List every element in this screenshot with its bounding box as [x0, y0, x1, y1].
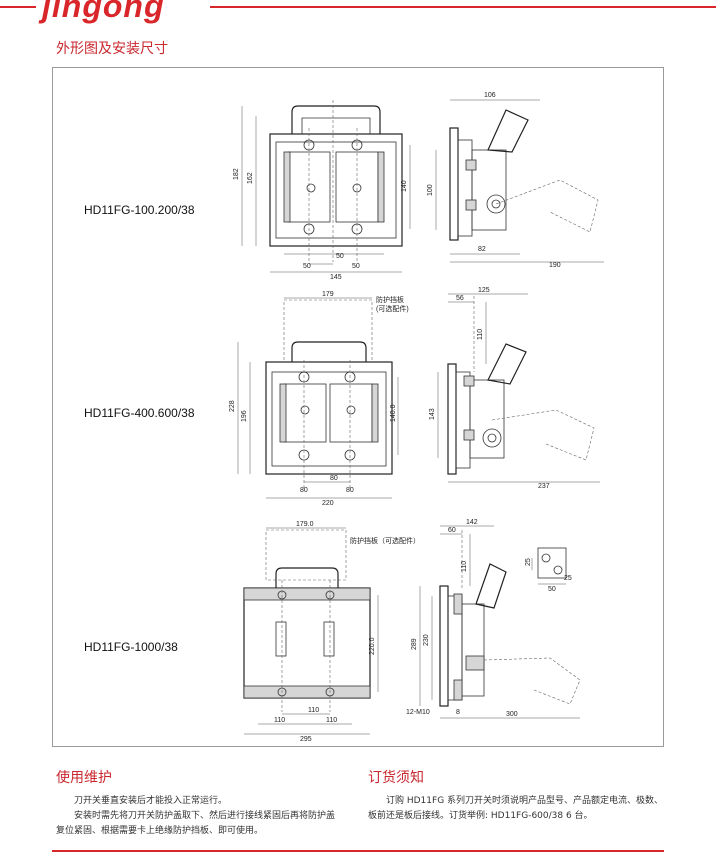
guard-label: 防护挡板（可选配件）	[350, 536, 420, 545]
dim-text: 140.0	[390, 404, 397, 422]
guard-label-note: (可选配件)	[376, 304, 409, 313]
drawing-frame	[52, 67, 664, 747]
dim-text: 50	[352, 263, 360, 270]
dim-text: 110	[477, 329, 484, 340]
guard-label: 防护挡板	[376, 295, 404, 304]
ordering-text: 订购 HD11FG 系列刀开关时须说明产品型号、产品额定电流、极数、 板前还是板…	[368, 794, 668, 824]
dim-text: 300	[506, 711, 518, 718]
drawing-1-front: 182 162 140 50 50 50 145	[233, 100, 411, 281]
page-title: 外形图及安装尺寸	[56, 41, 168, 57]
model-label-1: HD11FG-100.200/38	[84, 203, 195, 217]
dim-text: 182	[233, 168, 240, 180]
model-label-3: HD11FG-1000/38	[84, 640, 178, 654]
drawing-3-side: 142 60 110 289 230 12-M10 8 300 25 25 50	[406, 519, 581, 719]
dim-text: 220	[322, 500, 334, 507]
dim-text: 25	[525, 558, 532, 566]
dim-text: 295	[300, 736, 312, 743]
dim-text: 110	[274, 717, 285, 724]
dim-text: 80	[330, 475, 338, 482]
dim-text: 106	[484, 92, 496, 99]
dim-text: 145	[330, 274, 342, 281]
footer-rule	[52, 850, 664, 852]
dim-text: 142	[466, 519, 478, 526]
maintenance-title: 使用维护	[56, 770, 112, 786]
dim-text: 100	[427, 184, 434, 196]
dim-text: 140	[401, 180, 408, 192]
drawing-2-side: 125 56 110 143 237	[429, 287, 600, 490]
brand-logo: jingong	[42, 0, 165, 24]
dim-text: 56	[456, 295, 464, 302]
drawing-3-front: 179.0 防护挡板（可选配件） 220.0 110 110 110 295	[243, 521, 420, 743]
dim-text: 50	[336, 253, 344, 260]
dim-text: 82	[478, 246, 486, 253]
dim-text: 162	[247, 172, 254, 184]
dim-text: 60	[448, 527, 456, 534]
maintenance-line-3: 复位紧固、根据需要卡上绝缘防护挡板、即可使用。	[56, 826, 264, 836]
dim-text: 50	[548, 586, 556, 593]
dim-text: 80	[300, 487, 308, 494]
dim-text: 143	[429, 408, 436, 420]
maintenance-text: 刀开关垂直安装后才能投入正常运行。 安装时需先将刀开关防护盖取下、然后进行接线紧…	[56, 794, 356, 839]
dim-text: 179.0	[296, 521, 314, 528]
ordering-title: 订货须知	[368, 770, 424, 786]
dim-text: 196	[241, 410, 248, 422]
dim-text: 220.0	[369, 637, 376, 655]
dim-text: 50	[303, 263, 311, 270]
drawing-2-front: 179 防护挡板 (可选配件) 228 196 140.0 80 80 80 2…	[229, 291, 409, 507]
maintenance-line-2: 安装时需先将刀开关防护盖取下、然后进行接线紧固后再将防护盖	[74, 811, 336, 821]
dim-text: 289	[411, 638, 418, 650]
model-label-2: HD11FG-400.600/38	[84, 406, 195, 420]
drawing-1-side: 106 100 82 190	[427, 92, 604, 269]
header-rule-left	[0, 6, 36, 8]
dim-text: 110	[326, 717, 337, 724]
ordering-line-2: 板前还是板后接线。订货举例: HD11FG-600/38 6 台。	[368, 811, 593, 821]
dim-text: 110	[461, 561, 468, 572]
ordering-line-1: 订购 HD11FG 系列刀开关时须说明产品型号、产品额定电流、极数、	[386, 796, 664, 806]
dim-text: 230	[423, 634, 430, 646]
dim-text: 80	[346, 487, 354, 494]
dim-text: 110	[308, 707, 319, 714]
dim-text: 237	[538, 483, 550, 490]
maintenance-line-1: 刀开关垂直安装后才能投入正常运行。	[74, 796, 228, 806]
dim-text: 8	[456, 709, 460, 716]
dim-text: 12-M10	[406, 709, 430, 716]
header-rule	[210, 6, 716, 8]
dim-text: 190	[549, 262, 561, 269]
dim-text: 228	[229, 400, 236, 412]
dim-text: 125	[478, 287, 490, 294]
dim-text: 25	[564, 575, 572, 582]
dim-text: 179	[322, 291, 334, 298]
